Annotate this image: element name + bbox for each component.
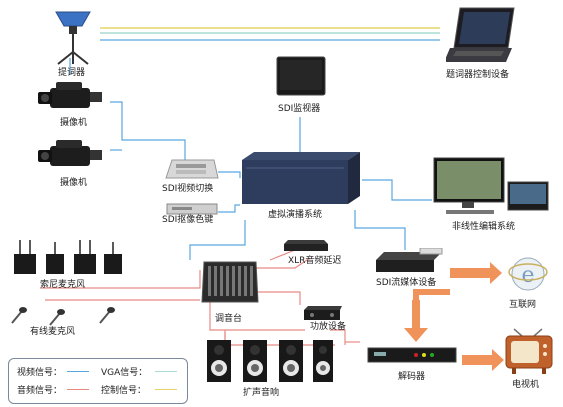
decoder-icon — [367, 347, 457, 363]
arrow-to-decoder — [404, 300, 428, 342]
rack-device-icon — [284, 240, 328, 251]
sdi-keyer-label: SDI抠像色键 — [162, 215, 214, 225]
sony-mic-label: 索尼麦克风 — [40, 280, 86, 290]
laptop-icon — [446, 7, 515, 62]
mixer-label: 调音台 — [215, 314, 243, 324]
wired-mic-label: 有线麦克风 — [30, 327, 76, 337]
workstation-icon — [433, 157, 549, 214]
server-icon — [242, 152, 360, 204]
camera-icon — [38, 82, 102, 108]
decoder-label: 解码器 — [398, 372, 426, 382]
legend-audio-swatch — [67, 389, 89, 390]
sdi-switcher-label: SDI视频切换 — [162, 184, 214, 194]
audio-line-mics — [40, 270, 201, 289]
video-line-nle — [362, 179, 432, 201]
xlr-delay-label: XLR音频延迟 — [288, 256, 342, 266]
teleprompter-icon — [55, 11, 91, 65]
arrow-decoder-to-tv — [462, 349, 504, 371]
svg-text:e: e — [521, 263, 534, 288]
nle-label: 非线性编辑系统 — [452, 222, 516, 232]
camera-icon — [38, 140, 102, 166]
virtual-studio-label: 虚拟演播系统 — [268, 210, 323, 220]
video-line-switcher — [218, 171, 241, 178]
speaker-icon — [207, 340, 333, 382]
streaming-device-icon — [376, 248, 443, 272]
legend-control-swatch — [155, 389, 177, 390]
amplifier-icon — [304, 306, 342, 320]
wireless-mic-icon — [14, 240, 122, 274]
speakers-label: 扩声音响 — [243, 388, 280, 398]
switcher-icon — [165, 159, 219, 179]
amplifier-label: 功放设备 — [310, 322, 347, 332]
legend-vga-swatch — [155, 371, 177, 372]
legend-video-swatch — [67, 371, 89, 372]
camera2-label: 摄像机 — [60, 178, 88, 188]
tv-label: 电视机 — [512, 380, 540, 390]
legend-audio-label: 音频信号： — [17, 386, 63, 396]
video-line-camera — [110, 101, 186, 160]
teleprompter-control-label: 题词器控制设备 — [446, 70, 510, 80]
monitor-icon — [276, 56, 326, 96]
internet-icon: e — [508, 257, 548, 291]
sdi-monitor-label: SDI监视器 — [278, 104, 321, 114]
tv-icon — [505, 328, 553, 374]
keyer-icon — [166, 203, 218, 215]
mixer-icon — [201, 261, 259, 303]
legend-control-label: 控制信号： — [101, 386, 147, 396]
teleprompter-label: 提词器 — [58, 68, 86, 78]
arrow-streaming-to-internet — [450, 262, 502, 284]
legend-video-label: 视频信号： — [17, 368, 63, 378]
legend-vga-label: VGA信号： — [101, 368, 148, 378]
internet-label: 互联网 — [509, 300, 537, 310]
sdi-streaming-label: SDI流媒体设备 — [376, 278, 437, 288]
camera1-label: 摄像机 — [60, 118, 88, 128]
signal-legend: 视频信号： VGA信号： 音频信号： 控制信号： — [8, 358, 188, 404]
wired-mic-icon — [11, 307, 115, 326]
